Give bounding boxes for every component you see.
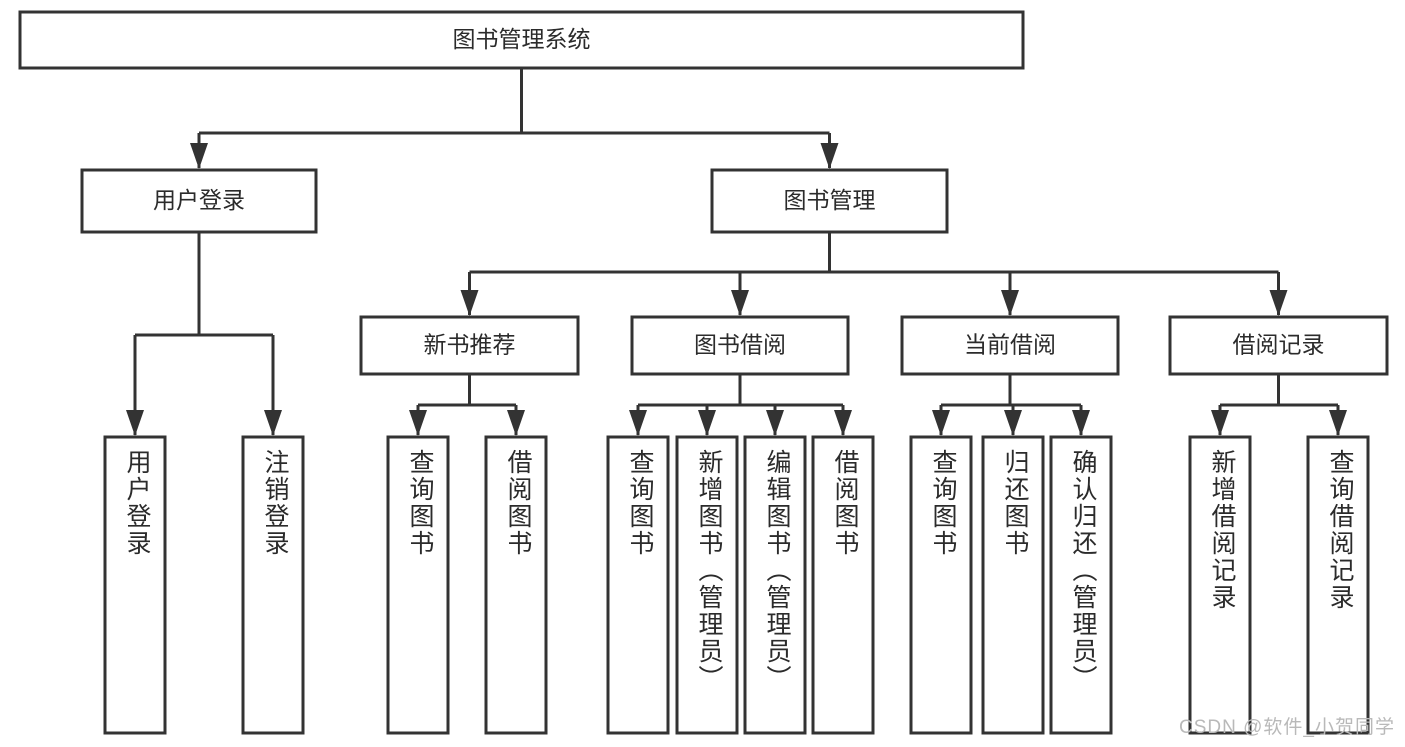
arrow-to-leaf-3 xyxy=(507,410,525,436)
leaf-box-9[interactable] xyxy=(981,435,1045,735)
node-box-layer xyxy=(18,10,1389,735)
arrow-to-leaf-4 xyxy=(629,410,647,436)
leaf-box-2[interactable] xyxy=(386,435,450,735)
leaf-box-5[interactable] xyxy=(675,435,739,735)
level3-label-1: 图书借阅 xyxy=(694,332,786,358)
arrow-to-leaf-5 xyxy=(698,410,716,436)
arrow-to-leaf-12 xyxy=(1329,410,1347,436)
leaf-box-12[interactable] xyxy=(1306,435,1370,735)
leaf-box-1[interactable] xyxy=(241,435,305,735)
arrow-root-to-level2-0 xyxy=(190,143,208,169)
watermark: CSDN @软件_小贺同学 xyxy=(1179,717,1395,738)
connector-layer xyxy=(126,68,1347,436)
arrow-to-leaf-1 xyxy=(264,410,282,436)
level2-box-0[interactable] xyxy=(80,168,318,234)
level3-box-0[interactable] xyxy=(359,315,580,376)
leaf-box-3[interactable] xyxy=(484,435,548,735)
arrow-to-leaf-2 xyxy=(409,410,427,436)
leaf-box-7[interactable] xyxy=(811,435,875,735)
leaf-box-4[interactable] xyxy=(606,435,670,735)
level3-label-2: 当前借阅 xyxy=(964,332,1056,358)
arrow-mgmt-to-level3-2 xyxy=(1001,290,1019,316)
leaf-box-10[interactable] xyxy=(1049,435,1113,735)
arrow-mgmt-to-level3-0 xyxy=(460,290,479,316)
arrow-to-leaf-10 xyxy=(1072,410,1090,436)
arrow-mgmt-to-level3-1 xyxy=(731,290,749,316)
arrow-to-leaf-8 xyxy=(932,410,950,436)
arrow-to-leaf-11 xyxy=(1211,410,1229,436)
arrow-to-leaf-6 xyxy=(766,410,784,436)
arrow-mgmt-to-level3-3 xyxy=(1269,290,1288,316)
arrow-to-leaf-7 xyxy=(834,410,852,436)
level3-box-1[interactable] xyxy=(630,315,850,376)
level2-box-1[interactable] xyxy=(710,168,949,234)
arrow-to-leaf-0 xyxy=(126,410,144,436)
level2-label-0: 用户登录 xyxy=(153,187,245,213)
arrow-root-to-level2-1 xyxy=(820,143,839,169)
leaf-box-6[interactable] xyxy=(743,435,807,735)
level3-box-3[interactable] xyxy=(1168,315,1389,376)
level3-box-2[interactable] xyxy=(900,315,1120,376)
root-label-0: 图书管理系统 xyxy=(453,26,591,52)
leaf-box-0[interactable] xyxy=(103,435,167,735)
arrow-to-leaf-9 xyxy=(1004,410,1022,436)
leaf-box-11[interactable] xyxy=(1188,435,1252,735)
level3-label-0: 新书推荐 xyxy=(424,332,516,358)
root-box-0[interactable] xyxy=(18,10,1025,70)
leaf-box-8[interactable] xyxy=(909,435,973,735)
level3-label-3: 借阅记录 xyxy=(1233,332,1325,358)
level2-label-1: 图书管理 xyxy=(784,187,876,213)
